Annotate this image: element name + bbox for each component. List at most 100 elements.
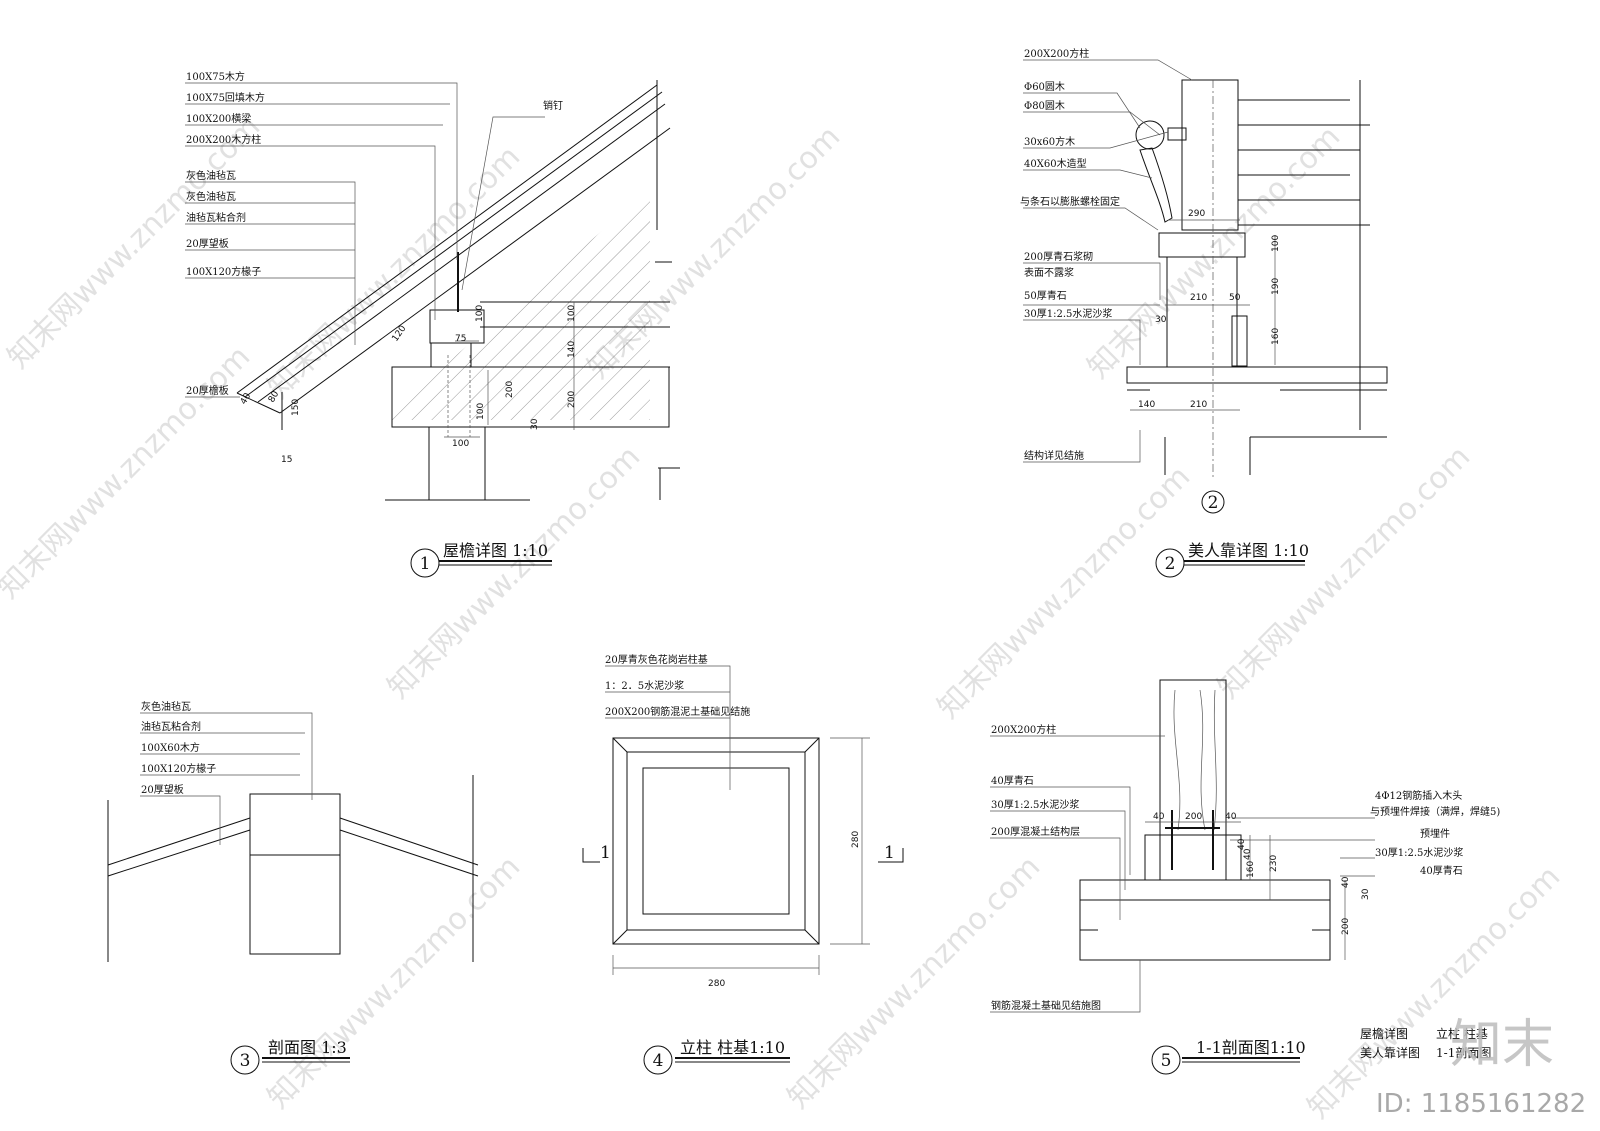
d3-label-1: 油毡瓦粘合剂: [141, 720, 201, 733]
d1-label-7: 20厚望板: [186, 237, 229, 250]
d2-label-10: 结构详见结施: [1024, 449, 1084, 462]
detail-1-eave: 100X75木方 100X75回填木方 100X200横梁 200X200木方柱…: [185, 70, 680, 578]
d1-number: 1: [420, 554, 431, 574]
watermark-9: 知末网www.znzmo.com: [261, 849, 527, 1115]
footer-line1b: 立柱 柱基: [1436, 1026, 1488, 1041]
d3-label-0: 灰色油毡瓦: [141, 700, 191, 713]
d2-label-3: 30x60方木: [1024, 135, 1075, 148]
footer-line1: 屋檐详图: [1360, 1026, 1408, 1041]
d5-number: 5: [1161, 1051, 1172, 1071]
d2-dim-160: 160: [1271, 328, 1281, 345]
d2-dim-100: 100: [1271, 235, 1281, 252]
footer-index: 屋檐详图 立柱 柱基 美人靠详图 1-1剖面图: [1360, 1026, 1491, 1060]
brand-id: ID: 1185161282: [1376, 1089, 1586, 1119]
d5-label-left-4: 钢筋混凝土基础见结施图: [991, 999, 1101, 1012]
d4-dim-height: 280: [851, 831, 861, 848]
d1-dim-100d: 100: [452, 439, 469, 449]
d2-dim-210a: 210: [1190, 293, 1207, 303]
d3-number: 3: [240, 1051, 251, 1071]
d4-label-2: 200X200钢筋混泥土基础见结施: [605, 705, 750, 718]
d2-dim-290: 290: [1188, 209, 1205, 219]
watermark-7: 知末网www.znzmo.com: [931, 459, 1197, 725]
d5-dim-30: 30: [1361, 888, 1371, 900]
d5-dim-160: 160: [1246, 861, 1256, 878]
d5-dim-40b: 40: [1225, 812, 1237, 822]
d1-dim-100a: 100: [475, 305, 485, 322]
d5-dim-200: 200: [1185, 812, 1202, 822]
d5-dim-40a: 40: [1153, 812, 1165, 822]
d1-label-1: 100X75回填木方: [186, 91, 265, 104]
d1-dim-200b: 200: [505, 381, 515, 398]
d5-label-right-3: 30厚1:2.5水泥沙浆: [1375, 846, 1463, 859]
d5-label-left-3: 200厚混凝土结构层: [991, 825, 1080, 838]
d2-label-5: 与条石以膨胀螺栓固定: [1020, 195, 1120, 208]
d1-dim-100b: 100: [567, 305, 577, 322]
d2-dim-210b: 210: [1190, 400, 1207, 410]
watermark-5: 知末网www.znzmo.com: [0, 339, 257, 605]
d1-label-6: 油毡瓦粘合剂: [186, 211, 246, 224]
d1-dim-120: 120: [390, 324, 408, 344]
d1-dim-15: 15: [281, 455, 292, 465]
watermark-8: 知末网www.znzmo.com: [1211, 439, 1477, 705]
d1-title: 屋檐详图 1:10: [443, 541, 548, 560]
d1-dim-200a: 200: [567, 391, 577, 408]
brand-logo: 知末: [1450, 1015, 1554, 1075]
d3-label-2: 100X60木方: [141, 741, 200, 754]
d2-label-8: 50厚青石: [1024, 289, 1067, 302]
d1-dim-75: 75: [455, 334, 466, 344]
watermarks: 知末网www.znzmo.com 知末网www.znzmo.com 知末网www…: [0, 109, 1567, 1125]
d5-label-left-2: 30厚1:2.5水泥沙浆: [991, 798, 1079, 811]
detail-4-column-base: 20厚青灰色花岗岩柱基 1：2．5水泥沙浆 200X200钢筋混泥土基础见结施 …: [582, 653, 904, 1075]
d1-label-2: 100X200横梁: [186, 112, 251, 125]
d5-title: 1-1剖面图1:10: [1196, 1038, 1306, 1057]
d5-dim-40d: 40: [1341, 876, 1351, 888]
d2-dim-190: 190: [1271, 278, 1281, 295]
d1-dim-140: 140: [567, 341, 577, 358]
d3-title: 剖面图 1:3: [268, 1038, 347, 1057]
d2-label-2: Φ80圆木: [1024, 100, 1065, 112]
d5-label-left-0: 200X200方柱: [991, 723, 1056, 736]
d5-dim-40e: 40: [1237, 838, 1247, 850]
watermark-11: 知末网www.znzmo.com: [1301, 859, 1567, 1125]
d4-title: 立柱 柱基1:10: [680, 1038, 785, 1057]
d2-label-6: 200厚青石浆砌: [1024, 250, 1093, 263]
footer-line2b: 1-1剖面图: [1436, 1046, 1491, 1060]
d4-dim-width: 280: [708, 979, 725, 989]
d1-label-8: 100X120方椽子: [186, 265, 261, 278]
d1-dim-100c: 100: [476, 403, 486, 420]
d5-label-left-1: 40厚青石: [991, 774, 1034, 787]
watermark-10: 知末网www.znzmo.com: [781, 849, 1047, 1115]
footer-line2: 美人靠详图: [1360, 1045, 1420, 1060]
d5-label-right-2: 预埋件: [1420, 828, 1450, 840]
d1-label-3: 200X200木方柱: [186, 133, 261, 146]
d4-label-1: 1：2．5水泥沙浆: [605, 679, 684, 692]
d2-number: 2: [1165, 554, 1176, 574]
d1-dim-40: 40: [239, 391, 254, 406]
d2-dim-140: 140: [1138, 400, 1155, 410]
d2-dim-30: 30: [1155, 315, 1167, 325]
d2-label-9: 30厚1:2.5水泥沙浆: [1024, 307, 1112, 320]
detail-5-section-1-1: 200X200方柱 40厚青石 30厚1:2.5水泥沙浆 200厚混凝土结构层 …: [990, 679, 1500, 1075]
d2-dim-50: 50: [1229, 293, 1241, 303]
d4-number: 4: [653, 1051, 664, 1071]
d1-dim-150: 150: [291, 399, 301, 416]
d4-cut-left: 1: [600, 843, 611, 863]
d1-dim-30: 30: [530, 418, 540, 430]
d5-label-right-0: 4Φ12钢筋插入木头: [1375, 789, 1462, 802]
d2-axis: 2: [1208, 493, 1219, 513]
d2-title: 美人靠详图 1:10: [1188, 541, 1309, 560]
watermark-4: 知末网www.znzmo.com: [1081, 119, 1347, 385]
detail-3-section: 灰色油毡瓦 油毡瓦粘合剂 100X60木方 100X120方椽子 20厚望板 3…: [107, 700, 479, 1075]
d4-cut-right: 1: [884, 843, 895, 863]
d5-label-right-4: 40厚青石: [1420, 864, 1463, 877]
d5-dim-230: 230: [1269, 855, 1279, 872]
d2-label-0: 200X200方柱: [1024, 47, 1089, 60]
d1-label-10: 销钉: [543, 99, 563, 112]
d2-label-4: 40X60木造型: [1024, 157, 1087, 170]
d2-label-1: Φ60圆木: [1024, 81, 1065, 93]
d5-dim-200b: 200: [1341, 918, 1351, 935]
d1-label-5: 灰色油毡瓦: [186, 190, 236, 203]
d2-label-7: 表面不露浆: [1024, 266, 1074, 279]
d5-label-right-1: 与预埋件焊接（满焊，焊缝5): [1370, 805, 1500, 818]
